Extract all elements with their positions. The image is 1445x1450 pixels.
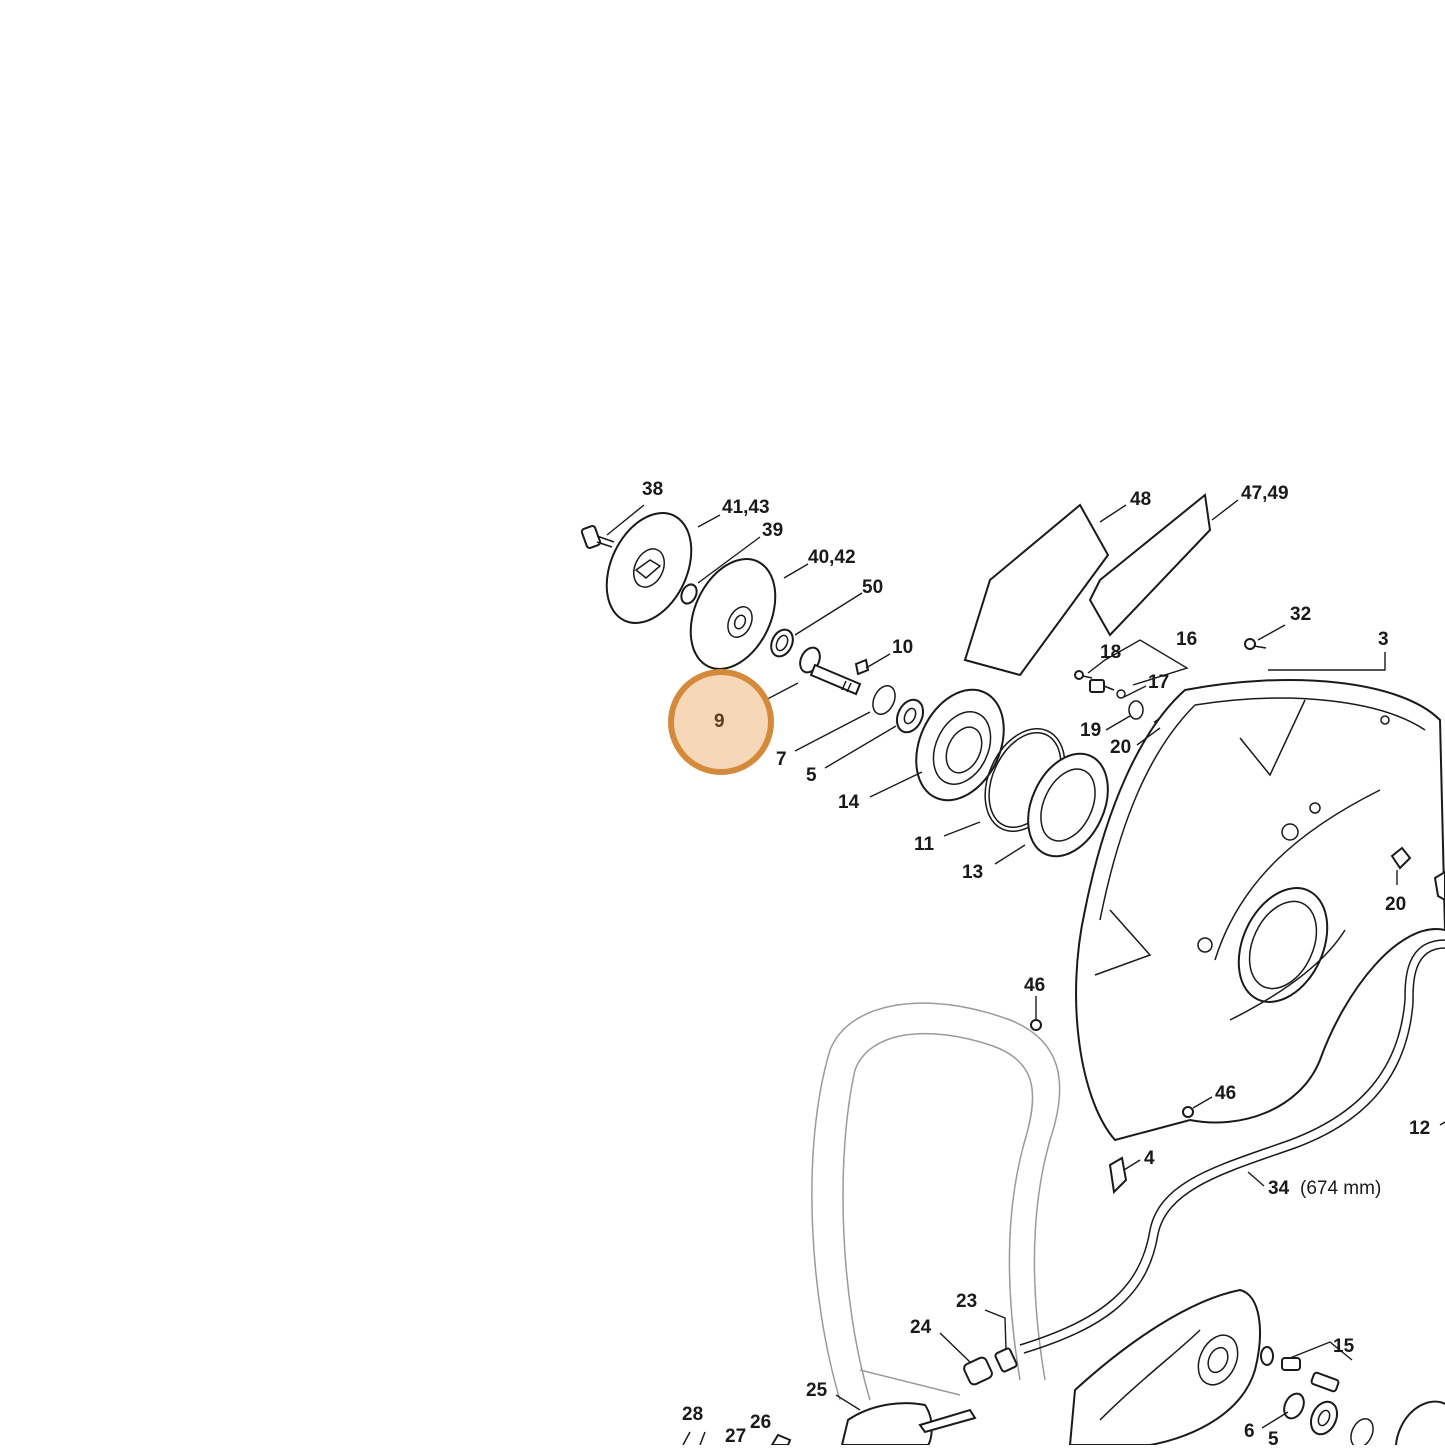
callout-23: 23 bbox=[956, 1291, 977, 1312]
part-14-bearing-housing[interactable] bbox=[899, 676, 1021, 815]
callout-9[interactable]: 9 bbox=[714, 711, 725, 732]
part-17-washer[interactable] bbox=[1116, 689, 1126, 699]
part-edge-fragment bbox=[1433, 870, 1445, 902]
part-32-screw[interactable] bbox=[1244, 638, 1267, 650]
part-46-screw-a[interactable] bbox=[1030, 1019, 1042, 1031]
part-50-sleeve[interactable] bbox=[767, 626, 797, 660]
callout-12: 12 bbox=[1409, 1118, 1430, 1139]
highlight-marker[interactable] bbox=[668, 669, 774, 775]
part-5-bearing-lower[interactable] bbox=[1306, 1398, 1342, 1439]
part-15-bolt[interactable] bbox=[1260, 1346, 1340, 1393]
part-41-43-thrust-washer[interactable] bbox=[590, 499, 708, 636]
part-6-ring[interactable] bbox=[1280, 1390, 1307, 1421]
part-lower-right-disc bbox=[1350, 1400, 1445, 1450]
callout-26: 26 bbox=[750, 1412, 771, 1433]
part-10-key[interactable] bbox=[854, 658, 870, 676]
callout-13: 13 bbox=[962, 862, 983, 883]
part-19-washer[interactable] bbox=[1128, 700, 1144, 720]
callout-14: 14 bbox=[838, 792, 860, 813]
part-9-spindle[interactable] bbox=[796, 644, 862, 696]
part-40-42-washer[interactable] bbox=[674, 545, 792, 682]
callout-20: 20 bbox=[1110, 737, 1131, 758]
part-24-fitting[interactable] bbox=[962, 1356, 993, 1386]
part-18-screw[interactable] bbox=[1074, 670, 1093, 680]
callout-40-42: 40,42 bbox=[808, 547, 856, 568]
part-28-bolt[interactable] bbox=[682, 1431, 706, 1446]
callout-7: 7 bbox=[776, 749, 787, 770]
part-16-assembly[interactable] bbox=[1089, 679, 1115, 693]
callout-46-second: 46 bbox=[1215, 1083, 1236, 1104]
callout-10: 10 bbox=[892, 637, 913, 658]
callout-19: 19 bbox=[1080, 720, 1101, 741]
callout-34: 34 bbox=[1268, 1178, 1290, 1199]
callout-47-49: 47,49 bbox=[1241, 483, 1289, 504]
callout-39: 39 bbox=[762, 520, 783, 541]
callout-27: 27 bbox=[725, 1426, 746, 1445]
part-13-flange[interactable] bbox=[1013, 741, 1124, 869]
part-39-ring[interactable] bbox=[678, 582, 699, 606]
callout-20-right: 20 bbox=[1385, 894, 1406, 915]
callout-15: 15 bbox=[1333, 1336, 1355, 1357]
part-48-label-sticker[interactable] bbox=[963, 503, 1110, 677]
callout-4: 4 bbox=[1144, 1148, 1155, 1169]
callout-5: 5 bbox=[806, 765, 817, 786]
part-25-bracket[interactable] bbox=[840, 1402, 977, 1446]
part-47-49-label-sticker[interactable] bbox=[1088, 493, 1212, 637]
callout-16: 16 bbox=[1176, 629, 1197, 650]
callout-labels: 38 41,43 39 40,42 50 10 9 7 5 14 11 13 4… bbox=[642, 479, 1430, 1450]
callout-6: 6 bbox=[1244, 1421, 1255, 1442]
callout-3: 3 bbox=[1378, 629, 1389, 650]
part-3-wheel-guard[interactable] bbox=[1075, 679, 1445, 1142]
part-23-hose-connector[interactable] bbox=[994, 1347, 1018, 1373]
handle-bar bbox=[811, 1002, 1061, 1401]
callout-17: 17 bbox=[1148, 672, 1169, 693]
callout-18: 18 bbox=[1100, 642, 1121, 663]
callout-5-lower: 5 bbox=[1268, 1429, 1279, 1445]
part-4-nut[interactable] bbox=[1108, 1156, 1128, 1195]
callout-25: 25 bbox=[806, 1380, 828, 1401]
part-5-ball-bearing[interactable] bbox=[892, 696, 928, 737]
part-lower-housing bbox=[1068, 1288, 1261, 1446]
callout-41-43: 41,43 bbox=[722, 497, 770, 518]
part-38-bolt[interactable] bbox=[580, 525, 615, 549]
callout-48: 48 bbox=[1130, 489, 1151, 510]
callout-38: 38 bbox=[642, 479, 663, 500]
part-34-water-hose[interactable] bbox=[1019, 939, 1445, 1354]
part-46-screw-b[interactable] bbox=[1182, 1106, 1194, 1118]
part-20-nut-right[interactable] bbox=[1390, 846, 1412, 870]
part-26-bracket[interactable] bbox=[770, 1433, 792, 1446]
callout-50: 50 bbox=[862, 577, 883, 598]
callout-24: 24 bbox=[910, 1317, 932, 1338]
part-7-circlip[interactable] bbox=[869, 682, 900, 718]
callout-11: 11 bbox=[914, 834, 935, 855]
callout-46: 46 bbox=[1024, 975, 1045, 996]
callout-28: 28 bbox=[682, 1404, 703, 1425]
callout-32: 32 bbox=[1290, 604, 1311, 625]
callout-34-length: (674 mm) bbox=[1300, 1178, 1381, 1199]
